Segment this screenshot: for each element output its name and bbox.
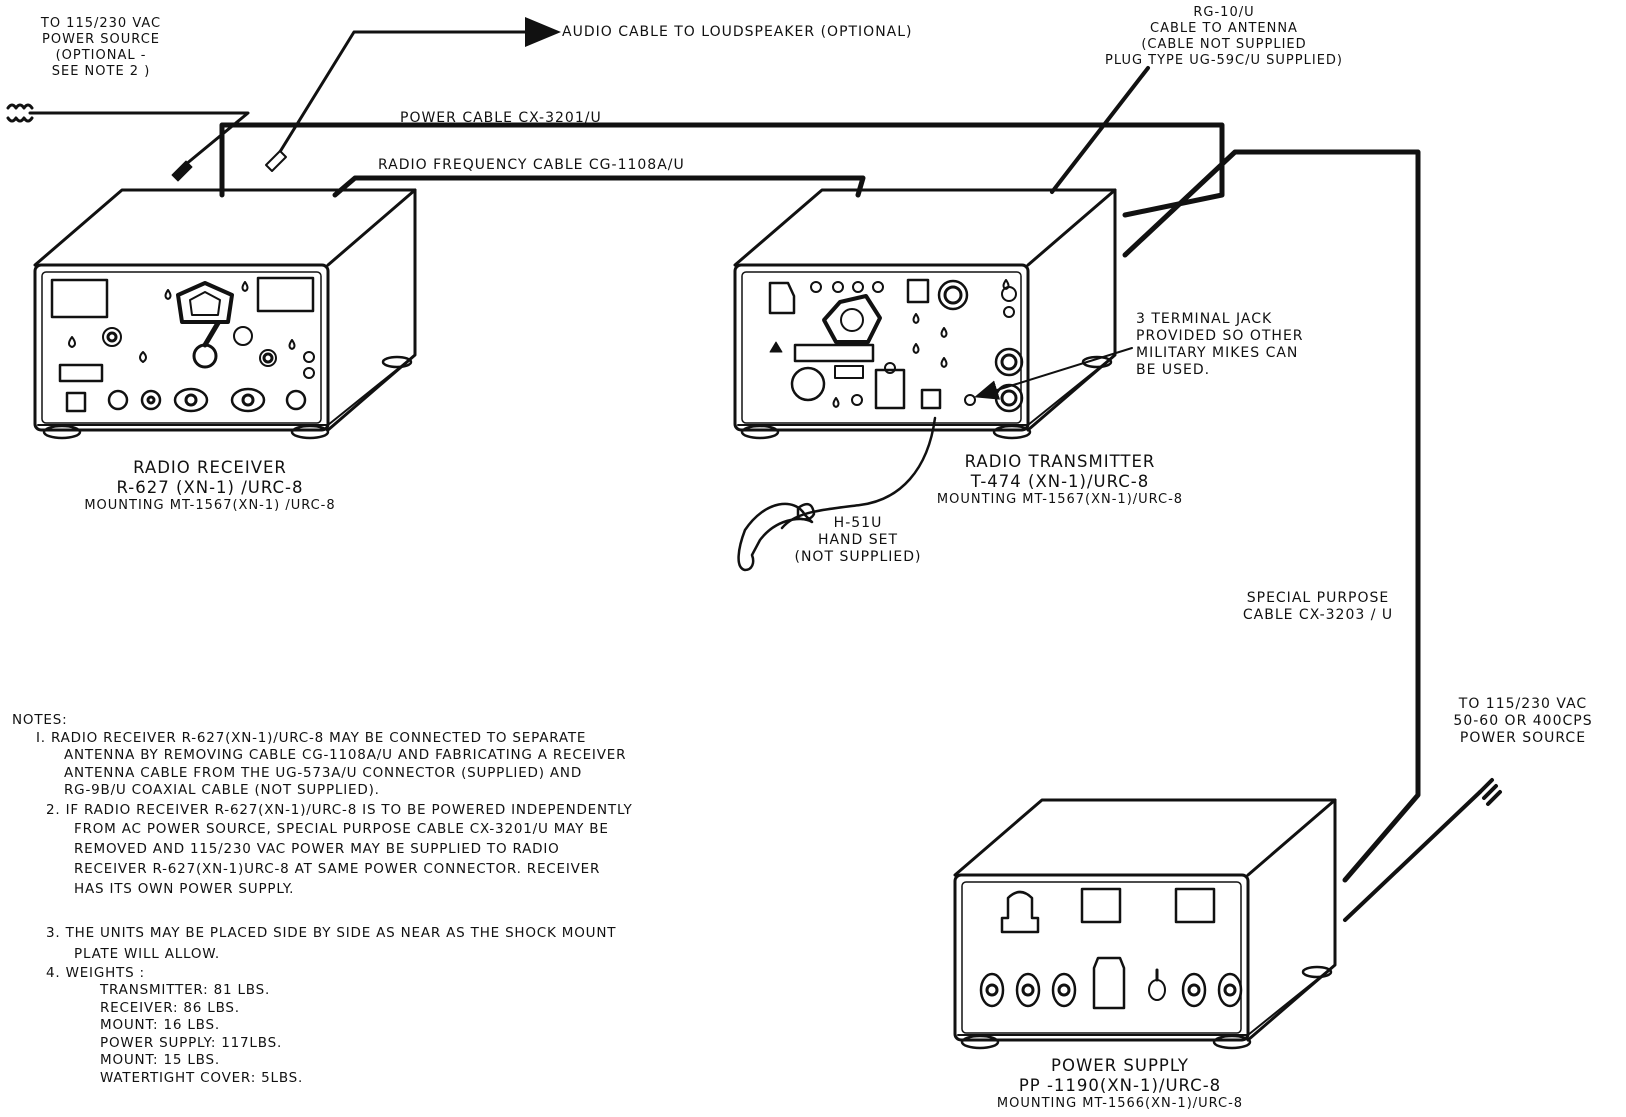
cable-special-cx3203 — [1122, 149, 1421, 883]
cable-ac-optional — [6, 103, 250, 167]
power-supply-model: PP -1190(XN-1)/URC-8 — [1018, 1076, 1222, 1095]
transmitter-mounting: MOUNTING MT-1567(XN-1)/URC-8 — [936, 492, 1184, 507]
transmitter-name: RADIO TRANSMITTER — [964, 452, 1156, 471]
note-4: 4. WEIGHTS : TRANSMITTER: 81 LBS. RECEIV… — [46, 964, 304, 1086]
cable-ac-supply — [1343, 778, 1502, 922]
terminal-jack-label: 3 TERMINAL JACK PROVIDED SO OTHER MILITA… — [1136, 311, 1304, 378]
cable-antenna-rg10 — [1050, 66, 1150, 194]
power-supply-caption: POWER SUPPLY PP -1190(XN-1)/URC-8 MOUNTI… — [960, 1056, 1280, 1112]
power-supply-mounting: MOUNTING MT-1566(XN-1)/URC-8 — [996, 1096, 1244, 1111]
receiver-caption: RADIO RECEIVER R-627 (XN-1) /URC-8 MOUNT… — [50, 458, 370, 514]
receiver-name: RADIO RECEIVER — [133, 458, 287, 477]
power-supply-name: POWER SUPPLY — [1051, 1056, 1189, 1075]
note-3: 3. THE UNITS MAY BE PLACED SIDE BY SIDE … — [46, 925, 617, 962]
ac-source-supply-label: TO 115/230 VAC 50-60 OR 400CPS POWER SOU… — [1453, 696, 1593, 746]
special-cable-label: SPECIAL PURPOSE CABLE CX-3203 / U — [1242, 590, 1394, 623]
note-2: 2. IF RADIO RECEIVER R-627(XN-1)/URC-8 I… — [46, 801, 633, 898]
receiver-model: R-627 (XN-1) /URC-8 — [116, 478, 304, 497]
cable-power-cx3201 — [219, 122, 1225, 218]
transmitter-model: T-474 (XN-1)/URC-8 — [970, 472, 1150, 491]
note-1: I. RADIO RECEIVER R-627(XN-1)/URC-8 MAY … — [36, 729, 627, 799]
handset-h51u — [737, 502, 816, 572]
cable-audio — [276, 17, 561, 157]
power-supply-unit — [953, 798, 1337, 1050]
power-cable-label: POWER CABLE CX-3201/U — [400, 110, 602, 126]
antenna-cable-label: RG-10/U CABLE TO ANTENNA (CABLE NOT SUPP… — [1105, 5, 1343, 68]
receiver-unit — [33, 188, 417, 440]
audio-cable-label: AUDIO CABLE TO LOUDSPEAKER (OPTIONAL) — [562, 24, 913, 40]
cable-rf-cg1108a — [332, 175, 866, 198]
ac-source-receiver-label: TO 115/230 VAC POWER SOURCE (OPTIONAL - … — [40, 16, 162, 79]
handset-label: H-51U HAND SET (NOT SUPPLIED) — [794, 515, 922, 565]
receiver-mounting: MOUNTING MT-1567(XN-1) /URC-8 — [84, 498, 336, 513]
notes-heading: NOTES: — [12, 712, 68, 728]
transmitter-caption: RADIO TRANSMITTER T-474 (XN-1)/URC-8 MOU… — [900, 452, 1220, 508]
notes-block: NOTES: I. RADIO RECEIVER R-627(XN-1)/URC… — [12, 712, 633, 1087]
transmitter-unit — [733, 188, 1117, 440]
rf-cable-label: RADIO FREQUENCY CABLE CG-1108A/U — [378, 157, 685, 173]
